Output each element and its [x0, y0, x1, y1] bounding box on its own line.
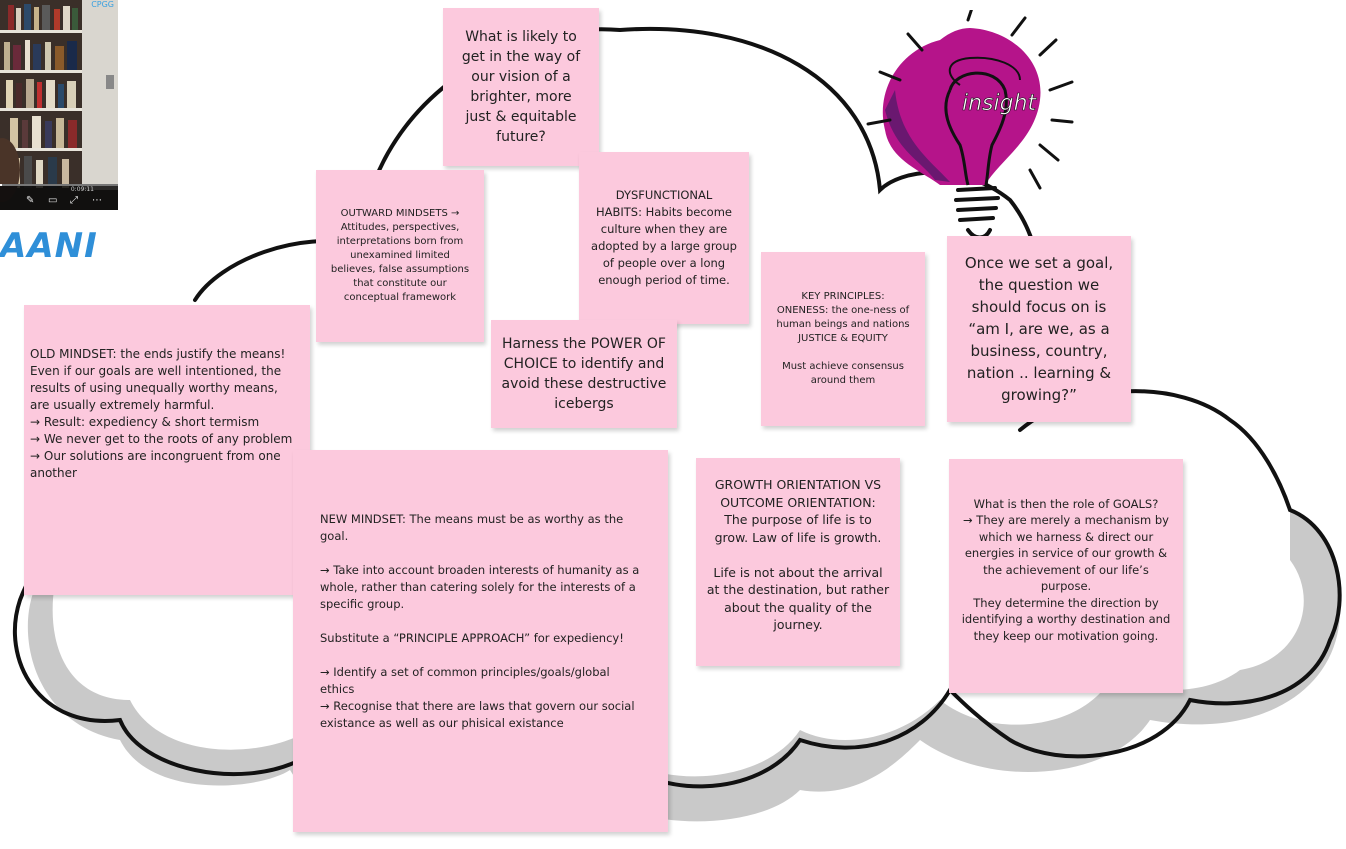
video-progress-bar[interactable]: [0, 184, 118, 186]
video-control-bar: [0, 186, 118, 210]
sticky-note-new-mindset-text: NEW MINDSET: The means must be as worthy…: [320, 511, 640, 730]
sticky-note-new-mindset[interactable]: NEW MINDSET: The means must be as worthy…: [293, 450, 668, 832]
sticky-note-dysfunctional-habits[interactable]: DYSFUNCTIONAL HABITS: Habits become cult…: [579, 152, 749, 324]
lightbulb-insight-illustration: insight: [866, 10, 1074, 240]
sticky-note-harness-choice[interactable]: Harness the POWER OF CHOICE to identify …: [491, 320, 677, 428]
video-player[interactable]: CPGG 0:09:11 ✎ ▭ ⤢ ⋯: [0, 0, 118, 210]
fullscreen-icon[interactable]: ⤢: [70, 195, 78, 206]
sticky-note-goal-question[interactable]: Once we set a goal, the question we shou…: [947, 236, 1131, 422]
sticky-note-old-mindset-text: OLD MINDSET: the ends justify the means!…: [30, 347, 293, 480]
sticky-note-old-mindset[interactable]: OLD MINDSET: the ends justify the means!…: [24, 305, 310, 595]
pen-icon[interactable]: ✎: [26, 195, 35, 206]
sticky-note-vision-text: What is likely to get in the way of our …: [461, 29, 581, 145]
caption-icon[interactable]: ▭: [48, 195, 58, 206]
sticky-note-key-principles-text: KEY PRINCIPLES: ONENESS: the one-ness of…: [776, 291, 910, 386]
insight-label: insight: [962, 91, 1038, 116]
sticky-note-harness-choice-text: Harness the POWER OF CHOICE to identify …: [501, 336, 667, 412]
sticky-note-key-principles[interactable]: KEY PRINCIPLES: ONENESS: the one-ness of…: [761, 252, 925, 426]
sticky-note-outward-mindsets-text: OUTWARD MINDSETS → Attitudes, perspectiv…: [330, 208, 470, 303]
page-title: AANI: [0, 226, 98, 266]
sticky-note-growth-orientation-text: GROWTH ORIENTATION VS OUTCOME ORIENTATIO…: [706, 477, 890, 633]
sticky-note-outward-mindsets[interactable]: OUTWARD MINDSETS → Attitudes, perspectiv…: [316, 170, 484, 342]
bookshelf-video-frame: [0, 0, 118, 210]
sticky-note-vision[interactable]: What is likely to get in the way of our …: [443, 8, 599, 166]
sticky-note-dysfunctional-habits-text: DYSFUNCTIONAL HABITS: Habits become cult…: [591, 188, 737, 287]
sticky-note-goal-question-text: Once we set a goal, the question we shou…: [964, 254, 1114, 404]
sticky-note-role-of-goals[interactable]: What is then the role of GOALS? → They a…: [949, 459, 1183, 693]
video-brand-label: CPGG: [91, 0, 114, 9]
sticky-note-growth-orientation[interactable]: GROWTH ORIENTATION VS OUTCOME ORIENTATIO…: [696, 458, 900, 666]
video-timestamp: 0:09:11: [70, 186, 94, 193]
sticky-note-role-of-goals-text: What is then the role of GOALS? → They a…: [961, 496, 1171, 643]
more-options-icon[interactable]: ⋯: [92, 195, 102, 206]
